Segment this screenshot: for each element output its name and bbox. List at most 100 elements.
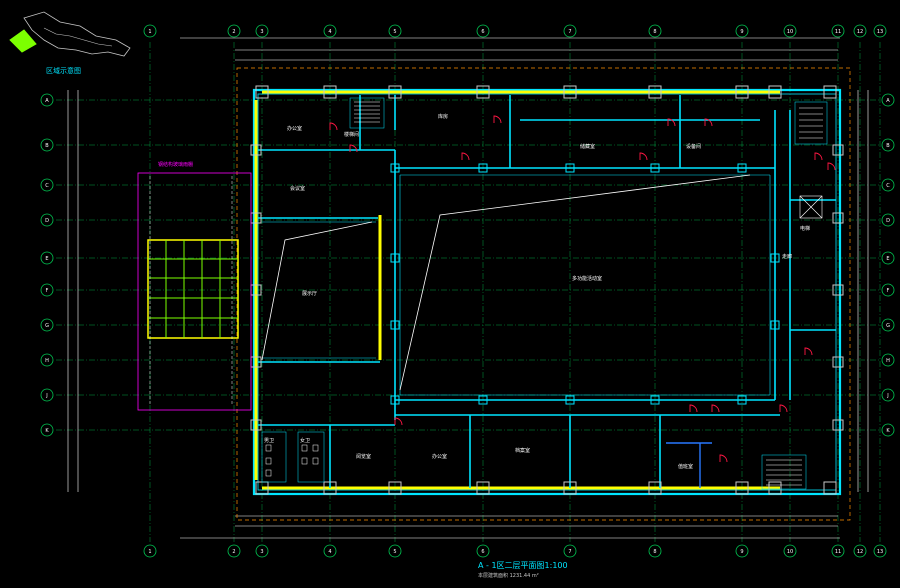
label-toilet-m: 男卫 bbox=[264, 438, 274, 444]
door-swing bbox=[704, 118, 713, 127]
grid-bubble-row: B bbox=[881, 138, 895, 152]
stair-top-left bbox=[349, 97, 385, 129]
column bbox=[563, 481, 577, 495]
grid-bubble-column: 12 bbox=[853, 544, 867, 558]
grid-bubble-column: 9 bbox=[735, 544, 749, 558]
grid-bubble-row: F bbox=[881, 283, 895, 297]
grid-bubble-text: K bbox=[886, 428, 890, 434]
grid-bubble-text: H bbox=[886, 358, 890, 364]
grid-bubble-row: C bbox=[40, 178, 54, 192]
stair-bottom-right bbox=[761, 454, 807, 490]
column bbox=[250, 144, 262, 156]
column bbox=[650, 163, 660, 173]
grid-bubble-text: J bbox=[45, 393, 47, 399]
label-office-bottom-1: 办公室 bbox=[432, 453, 447, 460]
grid-bubble-text: 3 bbox=[260, 549, 263, 555]
grid-bubble-row: H bbox=[881, 353, 895, 367]
grid-bubble-text: F bbox=[46, 288, 49, 294]
label-store: 库房 bbox=[438, 113, 448, 120]
column bbox=[768, 481, 782, 495]
grid-bubble-text: 12 bbox=[857, 549, 863, 555]
grid-bubble-text: B bbox=[886, 143, 890, 149]
column bbox=[390, 395, 400, 405]
grid-bubble-column: 8 bbox=[648, 544, 662, 558]
column bbox=[390, 163, 400, 173]
grid-bubble-text: 7 bbox=[568, 549, 571, 555]
grid-bubble-row: G bbox=[881, 318, 895, 332]
grid-bubble-row: A bbox=[881, 93, 895, 107]
door-swing bbox=[689, 404, 698, 413]
outer-wall bbox=[252, 88, 842, 496]
grid-bubble-row: K bbox=[40, 423, 54, 437]
door-swing bbox=[711, 404, 720, 413]
grid-bubble-text: 9 bbox=[740, 29, 743, 35]
label-stair: 楼梯间 bbox=[344, 131, 359, 138]
grid-bubble-text: D bbox=[886, 218, 890, 224]
grid-bubble-text: 9 bbox=[740, 549, 743, 555]
label-small-hall: 展示厅 bbox=[302, 291, 317, 297]
grid-bubble-row: A bbox=[40, 93, 54, 107]
grid-bubble-text: 13 bbox=[877, 29, 883, 35]
label-toilet-f: 女卫 bbox=[300, 437, 310, 444]
door-swing bbox=[667, 118, 676, 127]
grid-bubble-column: 12 bbox=[853, 24, 867, 38]
grid-bubble-column: 10 bbox=[783, 24, 797, 38]
column bbox=[768, 85, 782, 99]
grid-bubble-text: C bbox=[886, 183, 890, 189]
label-staff-room: 值班室 bbox=[678, 463, 693, 470]
grid-bubble-column: 6 bbox=[476, 544, 490, 558]
grid-bubble-row: E bbox=[40, 251, 54, 265]
grid-bubble-row: F bbox=[40, 283, 54, 297]
column bbox=[770, 320, 780, 330]
door-swing bbox=[639, 152, 648, 161]
door-swing bbox=[779, 404, 788, 413]
column bbox=[832, 356, 844, 368]
grid-bubble-row: C bbox=[881, 178, 895, 192]
corridor-lines bbox=[262, 174, 771, 396]
door-swing bbox=[461, 152, 470, 161]
column bbox=[735, 481, 749, 495]
column bbox=[250, 419, 262, 431]
stair-right bbox=[794, 101, 828, 145]
grid-bubble-column: 4 bbox=[323, 24, 337, 38]
grid-bubble-column: 2 bbox=[227, 24, 241, 38]
grid-bubble-column: 11 bbox=[831, 544, 845, 558]
column bbox=[390, 253, 400, 263]
grid-bubble-text: 10 bbox=[787, 29, 793, 35]
grid-bubble-text: 5 bbox=[393, 29, 396, 35]
grid-bubble-column: 7 bbox=[563, 544, 577, 558]
column bbox=[770, 253, 780, 263]
grid-bubble-row: H bbox=[40, 353, 54, 367]
grid-bubble-text: 2 bbox=[232, 549, 235, 555]
door-swing bbox=[719, 454, 728, 463]
column bbox=[823, 85, 837, 99]
grid-bubble-text: 3 bbox=[260, 29, 263, 35]
column bbox=[323, 85, 337, 99]
area-note: 本层建筑面积 1231.44 m² bbox=[478, 573, 539, 579]
column bbox=[476, 481, 490, 495]
grid-bubble-column: 5 bbox=[388, 544, 402, 558]
grid-bubble-column: 2 bbox=[227, 544, 241, 558]
grid-bubble-row: J bbox=[881, 388, 895, 402]
grid-bubble-text: 11 bbox=[835, 29, 841, 35]
door-swing bbox=[804, 347, 813, 356]
column bbox=[648, 481, 662, 495]
column bbox=[390, 320, 400, 330]
label-activity-room: 多功能活动室 bbox=[572, 275, 602, 282]
grid-bubble-text: B bbox=[45, 143, 49, 149]
door-swing bbox=[493, 115, 502, 124]
grid-bubble-row: G bbox=[40, 318, 54, 332]
grid-bubble-text: 4 bbox=[328, 549, 331, 555]
grid-bubble-text: 8 bbox=[653, 29, 656, 35]
grid-bubble-column: 13 bbox=[873, 544, 887, 558]
grid-bubble-row: B bbox=[40, 138, 54, 152]
grid-bubble-text: G bbox=[45, 323, 49, 329]
toilet-fixtures bbox=[261, 431, 325, 483]
column bbox=[650, 395, 660, 405]
column bbox=[476, 85, 490, 99]
grid-bubble-text: A bbox=[886, 98, 890, 104]
grid-bubble-column: 6 bbox=[476, 24, 490, 38]
column bbox=[832, 144, 844, 156]
